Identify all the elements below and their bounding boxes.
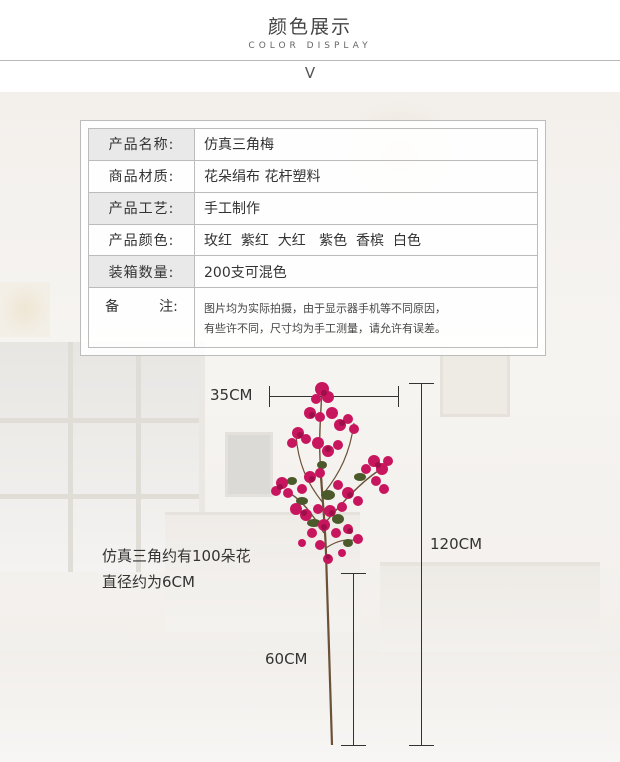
television (225, 432, 273, 497)
spec-row: 产品名称: 仿真三角梅 (88, 128, 538, 161)
spec-label: 产品工艺: (88, 191, 195, 225)
window-mullion (0, 494, 199, 499)
spec-panel: 产品名称: 仿真三角梅 商品材质: 花朵绢布 花杆塑料 产品工艺: 手工制作 产… (80, 120, 546, 356)
note-line: 有些许不同，尺寸均为手工测量，请允许有误差。 (204, 321, 446, 335)
bougainvillea-image (271, 382, 393, 746)
spec-value: 仿真三角梅 (194, 128, 538, 161)
spec-label: 商品材质: (88, 159, 195, 193)
description-line: 仿真三角约有100朵花 (102, 547, 251, 565)
width-dimension-tick (398, 386, 399, 407)
section-title: 颜色展示 (267, 16, 352, 38)
spec-value: 花朵绢布 花杆塑料 (194, 159, 538, 193)
flower-blossoms (271, 382, 393, 564)
width-label: 35CM (210, 386, 253, 404)
width-dimension-tick (269, 386, 270, 407)
spec-label: 装箱数量: (88, 255, 195, 289)
spec-label: 产品颜色: (88, 223, 195, 257)
width-dimension-line (269, 396, 399, 397)
spec-row-note: 备 注: 图片均为实际拍摄，由于显示器手机等不同原因， 有些许不同，尺寸均为手工测… (88, 287, 538, 348)
spec-row: 商品材质: 花朵绢布 花杆塑料 (88, 159, 538, 193)
spec-table: 产品名称: 仿真三角梅 商品材质: 花朵绢布 花杆塑料 产品工艺: 手工制作 产… (88, 128, 538, 348)
spec-value: 200支可混色 (194, 255, 538, 289)
height-dimension-tick (409, 383, 434, 384)
note-label-a: 备 (105, 299, 120, 316)
stem-label: 60CM (265, 650, 308, 668)
window-mullion (0, 418, 199, 423)
height-dimension-tick (409, 745, 434, 746)
stem-dimension-tick (341, 745, 366, 746)
flower-leaves (287, 461, 366, 547)
product-description: 仿真三角约有100朵花 直径约为6CM (102, 543, 251, 595)
description-line: 直径约为6CM (102, 573, 195, 591)
floor (0, 652, 620, 762)
spec-row: 装箱数量: 200支可混色 (88, 255, 538, 289)
wall-lamp (0, 282, 50, 337)
spec-row: 产品颜色: 玫红 紫红 大红 紫色 香槟 白色 (88, 223, 538, 257)
note-label-b: 注: (159, 299, 178, 316)
note-line: 图片均为实际拍摄，由于显示器手机等不同原因， (204, 301, 446, 315)
spec-row: 产品工艺: 手工制作 (88, 191, 538, 225)
height-label: 120CM (430, 535, 483, 553)
section-subtitle: COLOR DISPLAY (248, 41, 372, 51)
spec-value: 玫红 紫红 大红 紫色 香槟 白色 (194, 223, 538, 257)
note-text: 图片均为实际拍摄，由于显示器手机等不同原因， 有些许不同，尺寸均为手工测量，请允… (194, 287, 538, 348)
spec-label: 产品名称: (88, 128, 195, 161)
height-dimension-line (421, 383, 422, 745)
flower-stem (285, 390, 379, 746)
header-divider (0, 60, 620, 61)
spec-value: 手工制作 (194, 191, 538, 225)
stem-dimension-line (353, 573, 354, 745)
window-mullion (68, 342, 73, 572)
window-mullion (136, 342, 141, 572)
note-label: 备 注: (88, 287, 195, 348)
chevron-down-icon: V (304, 64, 316, 82)
stem-dimension-tick (341, 573, 366, 574)
wall-frame (440, 347, 510, 417)
section-header: 颜色展示 COLOR DISPLAY V (0, 0, 620, 92)
